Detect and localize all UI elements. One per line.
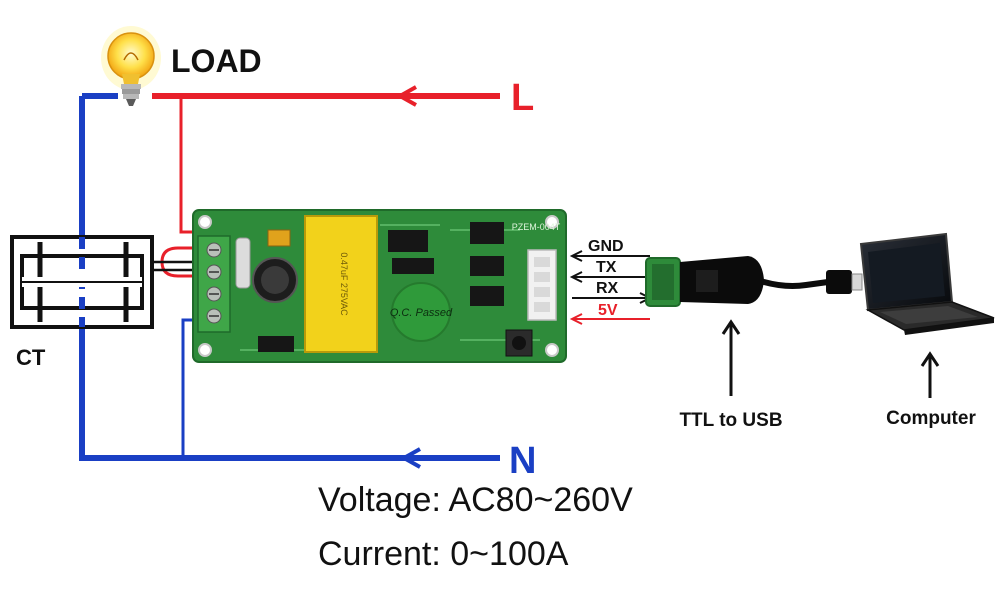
film-capacitor: 0.47uF 275VAC <box>304 215 378 353</box>
ct-label: CT <box>16 345 46 370</box>
neutral-arrow-icon <box>399 447 492 469</box>
gnd-label: GND <box>588 238 624 255</box>
light-bulb-icon <box>101 26 161 106</box>
live-arrow-icon <box>395 85 492 107</box>
laptop-icon <box>859 232 995 335</box>
neutral-wiring <box>79 93 500 469</box>
ttl-usb-arrow-icon <box>721 319 741 396</box>
usb-adapter-icon <box>645 256 863 307</box>
current-transformer-icon <box>10 235 198 329</box>
load-label: LOAD <box>171 43 262 79</box>
qc-passed-text: Q.C. Passed <box>390 307 453 319</box>
uart-header <box>527 249 557 321</box>
computer-label: Computer <box>886 408 976 429</box>
computer-arrow-icon <box>920 351 940 398</box>
capacitor-marking: 0.47uF 275VAC <box>339 252 349 316</box>
rx-label: RX <box>596 280 619 297</box>
board-id: PZEM-004T <box>512 222 561 232</box>
qc-passed-badge: Q.C. Passed <box>390 282 453 342</box>
live-wiring <box>152 85 500 278</box>
5v-label: 5V <box>598 302 618 319</box>
neutral-label: N <box>509 440 536 482</box>
ttl-usb-label: TTL to USB <box>679 410 782 431</box>
tx-label: TX <box>596 259 617 276</box>
voltage-spec: Voltage: AC80~260V <box>318 481 633 519</box>
pzem-module-board: 0.47uF 275VAC PZEM-004T <box>192 209 567 363</box>
current-spec: Current: 0~100A <box>318 535 569 573</box>
terminal-block <box>197 235 231 333</box>
line-label: L <box>511 77 534 119</box>
